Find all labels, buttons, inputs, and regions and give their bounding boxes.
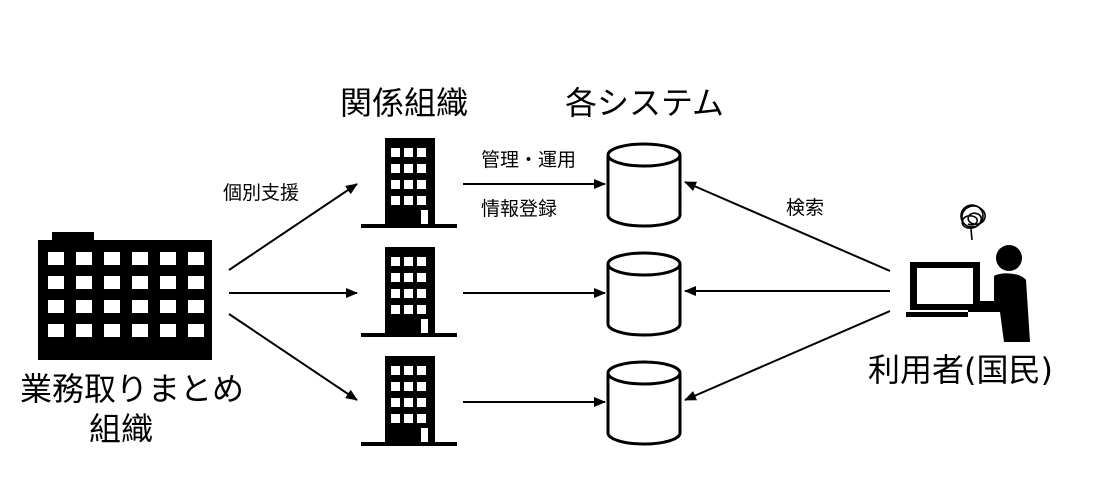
tall-building-icon <box>361 247 457 337</box>
label-search: 検索 <box>786 197 825 219</box>
heading-related-orgs: 関係組織 <box>340 84 469 122</box>
database-cylinder-icon <box>606 251 682 337</box>
tall-building-icon <box>361 138 457 228</box>
person-at-laptop-icon <box>906 245 1030 342</box>
label-coordinator-line2: 組織 <box>89 410 154 448</box>
label-individual-support: 個別支援 <box>223 182 300 204</box>
arrow-support-1 <box>228 183 358 271</box>
arrow-search-3 <box>684 310 891 401</box>
tall-building-icon <box>361 356 457 446</box>
label-user: 利用者(国民) <box>868 351 1053 389</box>
arrow-search-1 <box>684 181 891 272</box>
database-cylinder-icon <box>606 360 682 446</box>
database-cylinder-icon <box>606 142 682 228</box>
arrow-support-3 <box>228 313 358 401</box>
office-building-icon <box>38 232 212 360</box>
label-info-registration: 情報登録 <box>481 198 558 220</box>
label-management-operation: 管理・運用 <box>481 149 577 171</box>
label-coordinator-line1: 業務取りまとめ <box>20 370 245 408</box>
heading-systems: 各システム <box>565 84 725 122</box>
tangled-scribble-icon <box>960 204 986 241</box>
